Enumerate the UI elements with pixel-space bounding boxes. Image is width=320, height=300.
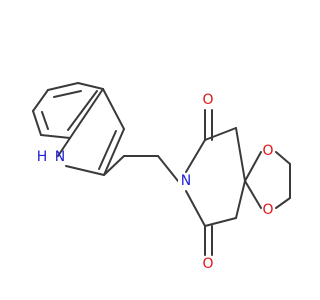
bond	[40, 134, 71, 139]
bond	[244, 151, 262, 182]
bond	[57, 137, 71, 157]
bond	[53, 90, 82, 98]
atom-label-o-ketal-top: O	[262, 143, 273, 159]
bond	[157, 155, 179, 182]
atom-label-o-carbonyl-bottom: O	[202, 256, 213, 272]
molecule-diagram: H N N O O O O	[32, 82, 291, 272]
atom-label-n-imide: N	[181, 173, 191, 189]
bond	[185, 190, 206, 227]
bond	[47, 82, 79, 91]
bond	[244, 180, 262, 209]
bond	[275, 151, 291, 165]
bond	[235, 180, 246, 219]
bond	[185, 139, 206, 173]
bond	[32, 110, 42, 136]
bond	[77, 82, 104, 90]
atom-label-o-ketal-bottom: O	[262, 202, 273, 218]
bond	[275, 197, 291, 209]
bond	[32, 89, 49, 112]
bond	[41, 111, 49, 130]
bond	[103, 155, 125, 176]
bond	[67, 90, 98, 131]
bonds	[32, 82, 291, 256]
bond	[204, 127, 237, 141]
atom-bg	[178, 173, 194, 189]
atom-label-nh-h: H	[37, 149, 48, 165]
atom-label-o-carbonyl-top: O	[202, 92, 213, 108]
bond	[98, 130, 117, 170]
bond	[103, 128, 125, 176]
bond	[235, 127, 246, 182]
bond	[102, 88, 125, 130]
bond	[69, 88, 104, 139]
atom-label-nh-n: N	[55, 149, 65, 165]
bond	[204, 217, 237, 227]
bond	[65, 165, 105, 176]
atom-labels: H N N O O O O	[37, 92, 274, 272]
